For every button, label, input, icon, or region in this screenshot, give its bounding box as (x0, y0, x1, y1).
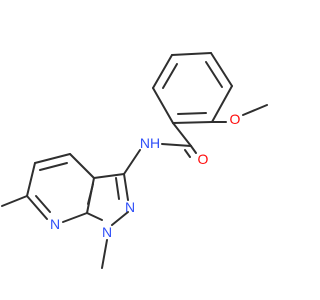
bond-c6-n7 (26, 195, 48, 220)
atom-label-pyridine-n: N (50, 216, 60, 232)
bond-n-to-pyrazole-c3 (123, 149, 141, 175)
bond-benzene-2-inner (205, 61, 223, 88)
structure-drawing: O O NH N N N (1, 52, 268, 269)
bond-benzene-6-inner (162, 63, 178, 89)
bond-c3-n2-double-inner (115, 177, 120, 200)
bond-n1-c7a (86, 212, 103, 221)
bond-c4-c5-inner (39, 162, 68, 171)
atom-label-carbonyl-o: O (198, 151, 209, 167)
atom-label-amide-nh: NH (140, 135, 160, 151)
bond-n1-methyl (101, 239, 108, 269)
bond-benzene-2 (210, 52, 233, 87)
bond-ring-to-carbonyl-c (172, 122, 192, 147)
bond-c6-methyl (1, 195, 28, 207)
bond-benzene-3 (211, 85, 233, 123)
atom-label-pyrazole-n1: N (102, 224, 112, 240)
atom-label-methoxy-o: O (230, 111, 241, 127)
bond-c5-c6 (26, 162, 36, 197)
bond-n7-c7a (62, 212, 88, 223)
bond-benzene-1 (171, 52, 212, 56)
bond-c7a-double-inner (87, 183, 94, 205)
bond-benzene-4-inner (177, 112, 207, 115)
bond-benzene-6 (152, 54, 173, 89)
bond-c3-n2-double (123, 173, 129, 201)
molecule-diagram: O O NH N N N (1, 52, 268, 269)
bond-carbonyl-c-to-n (161, 143, 192, 147)
bond-benzene-4 (172, 121, 213, 124)
bond-c6-n7-inner (35, 195, 51, 213)
bond-c4-c5 (34, 153, 71, 164)
bond-c3a-c4 (69, 153, 95, 179)
bond-carbonyl-double-1 (190, 145, 197, 154)
bond-benzene-5 (152, 87, 174, 124)
bond-methoxy-o-to-ch3 (242, 104, 268, 116)
atom-label-pyrazole-n2: N (125, 199, 135, 215)
bond-c3a-c3 (93, 173, 125, 179)
bond-n2-n1 (111, 211, 129, 226)
bond-carbonyl-double-2 (184, 149, 191, 158)
